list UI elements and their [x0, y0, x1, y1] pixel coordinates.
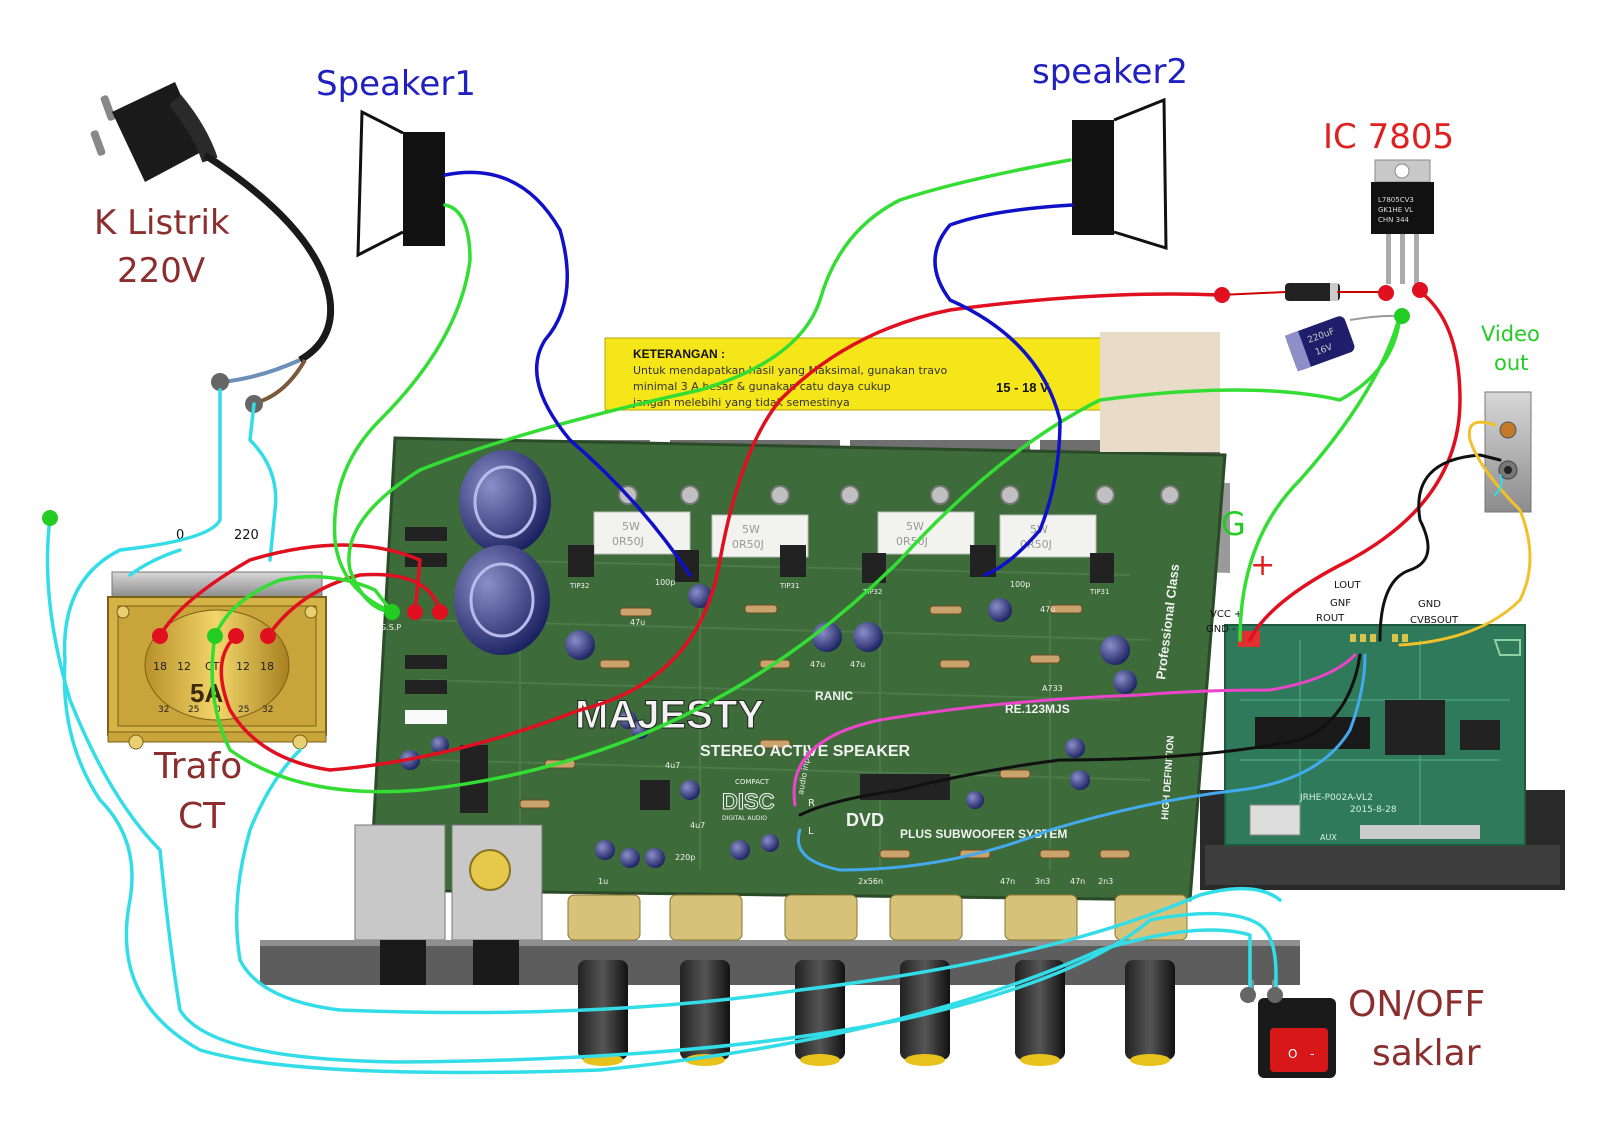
cap-label-8: 4u7 [690, 821, 705, 830]
tip-label-3: TIP32 [862, 588, 882, 596]
power-plug [90, 82, 335, 413]
speaker1-symbol [356, 109, 445, 258]
diode [1285, 283, 1340, 301]
board-text: KETERANGAN : Untuk mendapatkan hasil yan… [380, 347, 1182, 886]
board-maker: RANIC [815, 689, 853, 703]
video-out-label-line2: out [1494, 351, 1528, 375]
trafo-label-line1: Trafo [153, 746, 242, 787]
plug-label-line1: K Listrik [94, 203, 230, 243]
speaker1-label: Speaker1 [316, 64, 476, 104]
board-sub-text: PLUS SUBWOOFER SYSTEM [900, 827, 1067, 841]
bottom-tap-5: 32 [262, 705, 273, 715]
video-out-label-line1: Video [1481, 322, 1540, 346]
plug-label-line2: 220V [117, 251, 205, 291]
tap-12-left: 12 [177, 660, 191, 673]
switch-label-line2: saklar [1372, 1033, 1481, 1074]
speaker2-symbol [1072, 97, 1168, 251]
video-out-jack [1484, 391, 1532, 513]
ic-label: IC 7805 [1323, 117, 1454, 157]
resistor-value-2: 5W [742, 523, 760, 536]
cap-label-10: 47n [1000, 877, 1015, 886]
mp3-pin-gnf: GNF [1330, 598, 1351, 609]
cap-label-6: 47u [1040, 605, 1055, 614]
resistor-code-2: 0R50J [732, 538, 764, 551]
cap-label-2: 47u [630, 618, 645, 627]
mp3-model: JRHE-P002A-VL2 [1299, 793, 1373, 803]
mp3-pin-gnd2: GND [1418, 599, 1441, 610]
board-subtitle: STEREO ACTIVE SPEAKER [700, 743, 911, 760]
gsp-label: G.S.P [380, 623, 401, 632]
ic-marking-2: GK1HE VL [1378, 206, 1413, 214]
cap-label-7: 4u7 [665, 761, 680, 770]
tip-label-4: TIP31 [1089, 588, 1109, 596]
switch-label-line1: ON/OFF [1348, 984, 1485, 1025]
bottom-tap-4: 25 [238, 705, 249, 715]
disc-logo: DISC [722, 789, 775, 814]
mp3-pin-gnd: GND - [1206, 624, 1236, 635]
cap-label-3: 47u [810, 660, 825, 669]
resistor-code-1: 0R50J [612, 535, 644, 548]
input-r: R [808, 798, 815, 809]
plus-label: + [1250, 548, 1275, 583]
resistor-value-1: 5W [622, 520, 640, 533]
transformer [107, 571, 327, 750]
tip-label-1: TIP32 [569, 582, 589, 590]
bottom-tap-3: 0 [215, 705, 221, 715]
svg-text:O: O [1288, 1047, 1297, 1061]
cap-label-12: 47n [1070, 877, 1085, 886]
ic-7805-component: L7805CV3 GK1HE VL CHN 344 [1371, 159, 1434, 284]
disc-sub: DIGITAL AUDIO [722, 815, 767, 822]
svg-text:-: - [1310, 1047, 1314, 1061]
note-line1: Untuk mendapatkan hasil yang Maksimal, g… [633, 364, 948, 377]
tap-18-left: 18 [153, 660, 167, 673]
amplifier-board [260, 332, 1300, 1066]
g-label: G [1221, 505, 1246, 543]
transformer-labels: 0 220 18 12 CT 12 18 5A 32 25 0 25 32 [153, 528, 274, 715]
connection-dots [42, 282, 1428, 1003]
tap-0-label: 0 [176, 528, 184, 543]
resistor-value-3: 5W [906, 520, 924, 533]
board-model: RE.123MJS [1005, 702, 1070, 716]
disc-text: COMPACT [735, 778, 770, 786]
cap-label-13: 2n3 [1098, 877, 1113, 886]
wires [45, 158, 1532, 1075]
on-off-switch: O - [1248, 980, 1336, 1078]
mp3-date: 2015-8-28 [1350, 805, 1397, 815]
board-brand: MAJESTY [575, 693, 764, 737]
tap-12-right: 12 [236, 660, 250, 673]
speaker2-label: speaker2 [1032, 52, 1188, 92]
mp3-pin-rout: ROUT [1316, 613, 1345, 624]
ic-marking-1: L7805CV3 [1378, 196, 1414, 204]
cap-label-14: 1u [598, 877, 608, 886]
mp3-module: VCC + GND - LOUT GNF ROUT GND CVBSOUT JR… [1200, 580, 1565, 890]
dvd-text: DVD [846, 810, 884, 830]
mp3-pin-cvbs: CVBSOUT [1410, 615, 1459, 626]
tap-18-right: 18 [260, 660, 274, 673]
mp3-pin-lout: LOUT [1334, 580, 1361, 591]
transformer-rating: 5A [190, 678, 223, 708]
a733-label: A733 [1042, 684, 1063, 693]
cap-label-9: 2x56n [858, 877, 883, 886]
cap-label-15: 220p [675, 853, 695, 862]
mp3-pin-vcc: VCC + [1210, 609, 1242, 620]
bottom-tap-1: 32 [158, 705, 169, 715]
note-line2: minimal 3 A besar & gunakan catu daya cu… [633, 380, 891, 393]
input-l: L [808, 826, 814, 837]
note-voltage: 15 - 18 V [996, 380, 1049, 395]
cap-label-11: 3n3 [1035, 877, 1050, 886]
tap-220-label: 220 [234, 528, 259, 543]
cap-label-4: 47u [850, 660, 865, 669]
cap-label-5: 100p [1010, 580, 1030, 589]
note-title: KETERANGAN : [633, 347, 725, 361]
tip-label-2: TIP31 [779, 582, 799, 590]
diagram-labels: K Listrik 220V Speaker1 speaker2 IC 7805… [94, 52, 1540, 1074]
cap-label-1: 100p [655, 578, 675, 587]
bottom-tap-2: 25 [188, 705, 199, 715]
ic-marking-3: CHN 344 [1378, 216, 1410, 224]
trafo-label-line2: CT [178, 796, 226, 837]
note-line3: jangan melebihi yang tidak semestinya [632, 396, 850, 409]
mp3-aux: AUX [1320, 833, 1337, 842]
